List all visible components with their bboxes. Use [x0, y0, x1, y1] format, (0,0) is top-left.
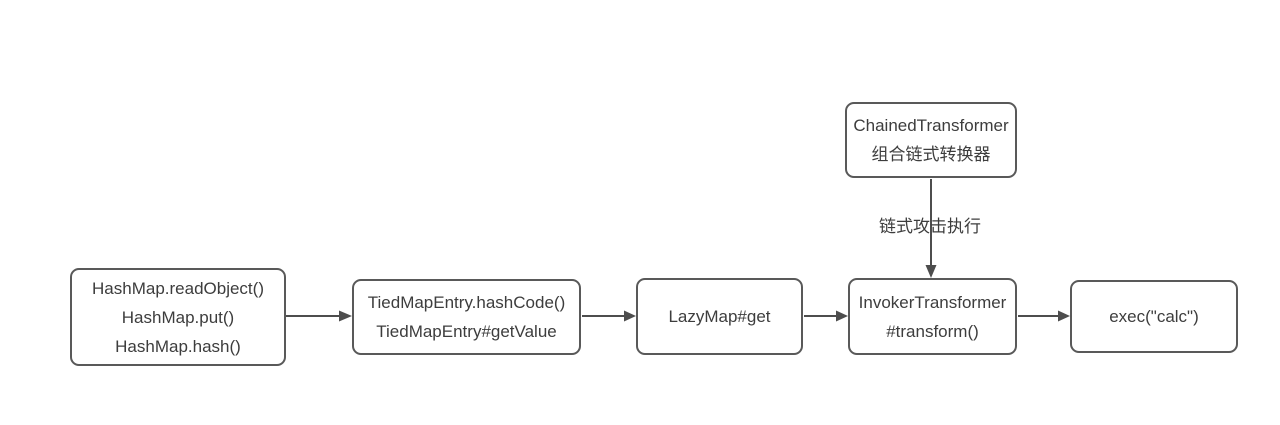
arrow-lazymap-to-invokertransformer: [804, 310, 848, 322]
node-line: TiedMapEntry.hashCode(): [367, 293, 566, 312]
node-line: HashMap.readObject(): [92, 278, 264, 298]
node-invokertransformer: InvokerTransformer #transform(): [848, 278, 1017, 355]
node-tiedmapentry: TiedMapEntry.hashCode() TiedMapEntry#get…: [352, 279, 581, 355]
arrow-hashmap-to-tiedmapentry: [286, 310, 352, 322]
arrow-invokertransformer-to-exec: [1018, 310, 1070, 322]
node-exec-calc: exec("calc"): [1070, 280, 1238, 353]
edge-label-chained-attack: 链式攻击执行: [879, 217, 981, 236]
arrow-tiedmapentry-to-lazymap: [582, 310, 636, 322]
node-line: ChainedTransformer: [853, 116, 1009, 135]
node-line: HashMap.hash(): [115, 336, 241, 356]
node-line: HashMap.put(): [121, 307, 235, 327]
node-lazymap-get: LazyMap#get: [636, 278, 803, 355]
node-line: #transform(): [886, 321, 979, 341]
node-line: LazyMap#get: [668, 307, 771, 326]
node-line: InvokerTransformer: [858, 292, 1007, 312]
node-line: TiedMapEntry#getValue: [376, 322, 557, 341]
node-chainedtransformer: ChainedTransformer 组合链式转换器: [845, 102, 1017, 178]
node-line: 组合链式转换器: [871, 145, 991, 164]
node-hashmap-readobject: HashMap.readObject() HashMap.put() HashM…: [70, 268, 286, 366]
node-line: exec("calc"): [1109, 307, 1199, 326]
